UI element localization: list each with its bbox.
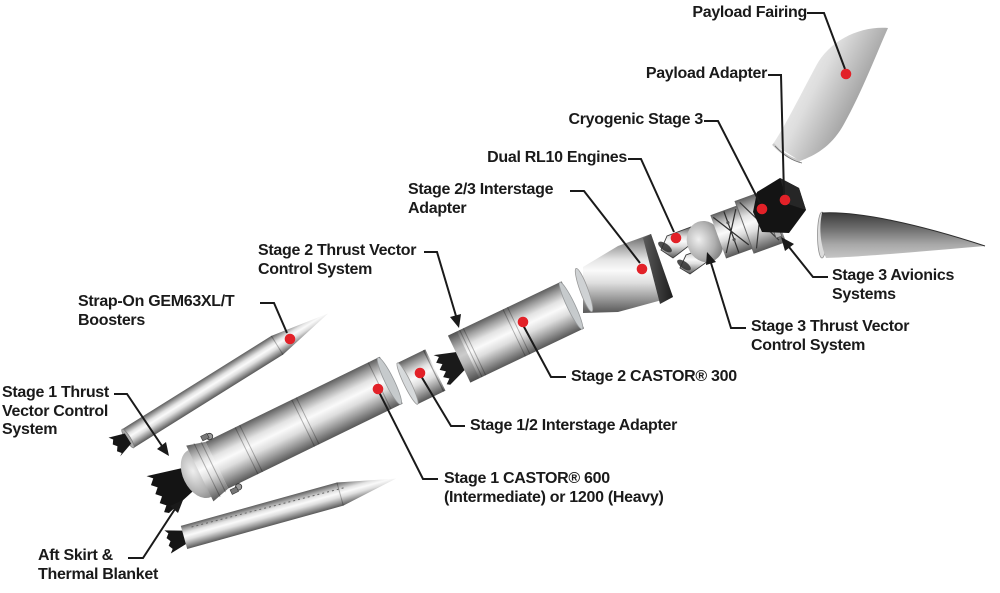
rl10-marker-dot	[670, 232, 682, 244]
leader-lines	[114, 12, 846, 559]
stage2-tvc-arrow	[450, 314, 461, 328]
payload-fairing-half-upper-illustration	[772, 27, 888, 164]
marker-dots	[284, 68, 852, 395]
payload-fairing-half-right-illustration	[817, 211, 986, 259]
label-payload-fairing: Payload Fairing	[692, 4, 807, 21]
label-strap-on-boosters: Strap-On GEM63XL/T Boosters	[78, 293, 235, 329]
label-stage-2-castor-300: Stage 2 CASTOR® 300	[571, 368, 737, 385]
payload-adapter-marker-dot	[779, 194, 791, 206]
label-stage-1-castor: Stage 1 CASTOR® 600 (Intermediate) or 12…	[444, 470, 664, 506]
stage1-illustration	[146, 356, 403, 514]
label-dual-rl10-engines: Dual RL10 Engines	[487, 149, 627, 166]
payload-fairing-marker-dot	[840, 68, 852, 80]
label-stage-2-tvc: Stage 2 Thrust Vector Control System	[258, 242, 417, 278]
label-aft-skirt: Aft Skirt & Thermal Blanket	[38, 547, 158, 583]
label-stage-1-2-interstage-adapter: Stage 1/2 Interstage Adapter	[470, 417, 678, 434]
arrowheads	[157, 237, 794, 513]
stage3-avionics-arrow	[781, 237, 794, 251]
strap-on-booster-lower-illustration	[164, 478, 396, 554]
cryogenic-stage3-marker-dot	[756, 203, 768, 215]
aft-skirt-arrow	[170, 500, 183, 513]
label-payload-adapter: Payload Adapter	[645, 65, 767, 82]
label-stage-2-3-interstage-adapter: Stage 2/3 Interstage Adapter	[408, 181, 554, 217]
label-stage-1-tvc: Stage 1 Thrust Vector Control System	[2, 384, 109, 438]
stage3-tvc-arrow	[706, 252, 716, 265]
label-stage-3-tvc: Stage 3 Thrust Vector Control System	[751, 318, 910, 354]
strap-on-booster-upper-illustration	[108, 313, 329, 457]
stage1-tvc-hardware	[200, 432, 243, 495]
booster-marker-dot	[284, 333, 296, 345]
stage23-adapter-marker-dot	[636, 263, 648, 275]
stage1-tvc-arrow	[157, 442, 169, 456]
stage2-illustration	[447, 281, 585, 383]
stage12-adapter-marker-dot	[414, 367, 426, 379]
stage23-interstage-illustration	[574, 234, 673, 313]
stage1-marker-dot	[372, 383, 384, 395]
label-stage-3-avionics: Stage 3 Avionics Systems	[832, 267, 955, 303]
stage2-marker-dot	[517, 316, 529, 328]
label-cryogenic-stage-3: Cryogenic Stage 3	[568, 111, 703, 128]
payload-adapter-illustration	[753, 178, 806, 233]
